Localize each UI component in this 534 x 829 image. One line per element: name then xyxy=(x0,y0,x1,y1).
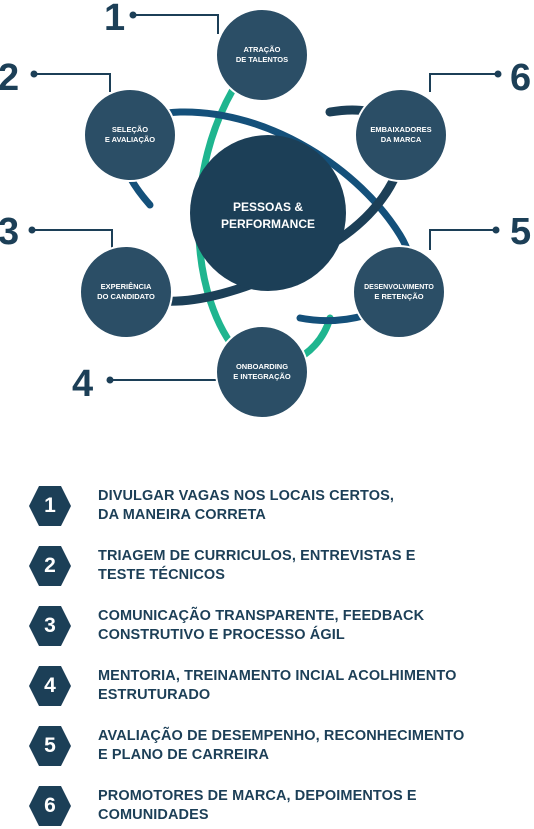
svg-text:EMBAIXADORES: EMBAIXADORES xyxy=(370,125,431,134)
svg-text:DESENVOLVIMENTO: DESENVOLVIMENTO xyxy=(364,284,434,291)
hexagon-badge: 1 xyxy=(28,484,72,528)
svg-text:E INTEGRAÇÃO: E INTEGRAÇÃO xyxy=(233,372,291,381)
badge-number: 3 xyxy=(44,614,56,637)
svg-text:E RETENÇÃO: E RETENÇÃO xyxy=(374,292,423,301)
svg-text:DA MARCA: DA MARCA xyxy=(381,135,422,144)
connector-1 xyxy=(133,14,219,34)
center-label-line2: PERFORMANCE xyxy=(221,217,315,231)
callout-number-1: 1 xyxy=(104,0,125,39)
list-item: 4 MENTORIA, TREINAMENTO INCIAL ACOLHIMEN… xyxy=(28,664,528,708)
connector-5 xyxy=(429,229,496,250)
badge-number: 4 xyxy=(44,674,56,697)
callout-number-5: 5 xyxy=(510,211,531,253)
hexagon-badge: 2 xyxy=(28,544,72,588)
hexagon-badge: 5 xyxy=(28,724,72,768)
svg-text:ATRAÇÃO: ATRAÇÃO xyxy=(244,45,281,54)
connector-lines xyxy=(32,14,498,381)
callout-number-2: 2 xyxy=(0,57,19,99)
node-experiencia: EXPERIÊNCIA DO CANDIDATO xyxy=(79,245,173,339)
cycle-diagram: 1 2 3 4 5 6 PESSOAS & PERFORMANCE ATRAÇÃ… xyxy=(0,0,531,419)
badge-number: 1 xyxy=(44,494,56,517)
node-onboarding: ONBOARDING E INTEGRAÇÃO xyxy=(215,325,309,419)
hexagon-badge: 3 xyxy=(28,604,72,648)
node-embaixadores: EMBAIXADORES DA MARCA xyxy=(354,88,448,182)
badge-number: 2 xyxy=(44,554,56,577)
svg-text:DO CANDIDATO: DO CANDIDATO xyxy=(97,292,155,301)
svg-text:EXPERIÊNCIA: EXPERIÊNCIA xyxy=(101,282,152,291)
connector-3 xyxy=(32,229,113,250)
hexagon-badge: 6 xyxy=(28,784,72,828)
center-label-line1: PESSOAS & xyxy=(233,200,303,214)
callout-number-3: 3 xyxy=(0,211,19,253)
callout-number-6: 6 xyxy=(510,57,531,99)
connector-dots xyxy=(28,11,502,384)
connector-2 xyxy=(34,73,111,92)
list-item: 5 AVALIAÇÃO DE DESEMPENHO, RECONHECIMENT… xyxy=(28,724,528,768)
item-description: MENTORIA, TREINAMENTO INCIAL ACOLHIMENTO… xyxy=(98,668,457,703)
badge-number: 5 xyxy=(44,734,56,757)
svg-text:DE TALENTOS: DE TALENTOS xyxy=(236,55,288,64)
list-item: 1 DIVULGAR VAGAS NOS LOCAIS CERTOS,DA MA… xyxy=(28,484,528,528)
callout-number-4: 4 xyxy=(72,363,93,405)
badge-number: 6 xyxy=(44,794,56,817)
center-node: PESSOAS & PERFORMANCE xyxy=(190,135,346,291)
hexagon-badge: 4 xyxy=(28,664,72,708)
svg-text:E AVALIAÇÃO: E AVALIAÇÃO xyxy=(105,135,155,144)
connector-6 xyxy=(429,73,498,92)
item-description: DIVULGAR VAGAS NOS LOCAIS CERTOS,DA MANE… xyxy=(98,488,395,523)
node-selecao: SELEÇÃO E AVALIAÇÃO xyxy=(83,88,177,182)
node-atracao: ATRAÇÃO DE TALENTOS xyxy=(215,8,309,102)
svg-text:SELEÇÃO: SELEÇÃO xyxy=(112,125,148,134)
svg-text:ONBOARDING: ONBOARDING xyxy=(236,362,288,371)
node-desenvolvimento: DESENVOLVIMENTO E RETENÇÃO xyxy=(352,245,446,339)
